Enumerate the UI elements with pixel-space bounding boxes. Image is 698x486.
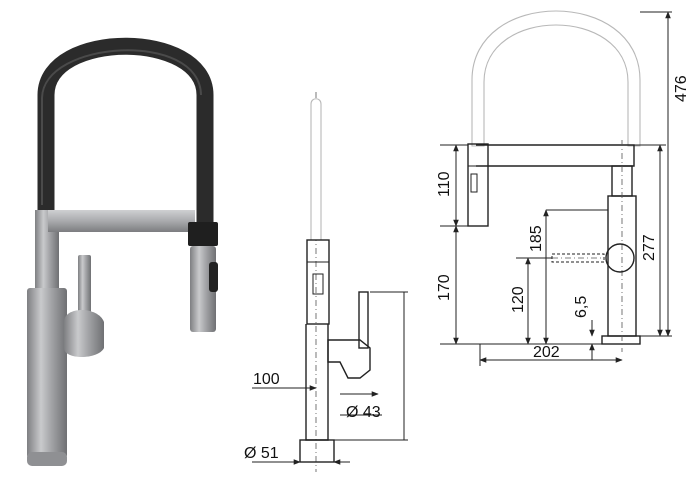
- dim-lower-body: 170: [436, 274, 453, 301]
- dim-base-diameter: Ø 51: [244, 445, 279, 462]
- dim-spout-reach: 100: [253, 371, 280, 388]
- black-hose: [37, 37, 214, 232]
- front-view-drawing: 476 110 277 185 170 120 6,5 202: [436, 10, 690, 366]
- dim-spray-head-height: 110: [436, 171, 453, 197]
- dim-reach: 202: [533, 344, 560, 361]
- faucet-product-photo: [27, 37, 218, 466]
- dim-spout-clearance: 185: [528, 225, 545, 252]
- dim-handle-axis: 120: [510, 286, 527, 313]
- spout-bar: [48, 210, 195, 232]
- dim-total-height: 476: [673, 75, 690, 102]
- dim-base-plate: 6,5: [573, 296, 590, 318]
- spray-head-collar: [188, 222, 218, 246]
- mixer-handle-cartridge: [64, 310, 104, 357]
- dim-handle-height: 277: [641, 234, 658, 261]
- spray-button: [209, 262, 218, 292]
- dim-handle-diameter: Ø 43: [346, 404, 381, 421]
- side-view-drawing: 100 Ø 43 Ø 51: [244, 92, 408, 472]
- faucet-body: [27, 288, 67, 458]
- mixer-handle-lever: [78, 255, 91, 325]
